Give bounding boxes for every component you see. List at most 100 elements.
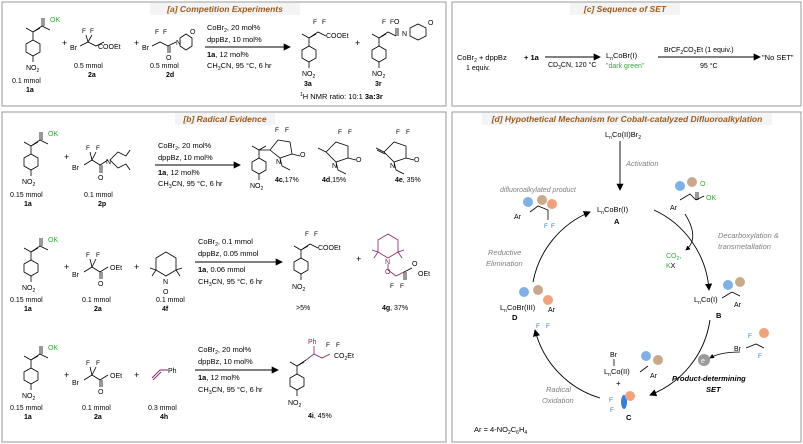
- panel-c: [c] Sequence of SET CoBr2 + dppBz + 1a 1…: [451, 1, 802, 107]
- product-f1: F: [544, 223, 548, 230]
- row1-a-amount: 0.15 mmol: [10, 192, 43, 199]
- row1-b-amount: 0.1 mmol: [84, 192, 113, 199]
- radical-orbital: [621, 395, 627, 409]
- set-arrow: [709, 351, 741, 359]
- 4e-o: O: [414, 157, 420, 164]
- decarb-label-1: Decarboxylation &: [718, 231, 779, 240]
- ligand-orange-d: [543, 295, 553, 305]
- row1-cond-1: CoBr2, 20 mol%: [158, 141, 212, 152]
- c-equiv: 1 equiv.: [466, 65, 490, 72]
- c-f1: F: [609, 397, 613, 404]
- o-3r-morph: O: [428, 20, 434, 27]
- f-2d-2: F: [163, 29, 167, 36]
- label-a: A: [614, 217, 620, 226]
- panel-a-title-bg: [150, 3, 300, 15]
- c-lnco: LnCoBr(I): [606, 51, 638, 62]
- product-4g-ester: [403, 267, 413, 280]
- r1-ko: OK: [48, 131, 58, 138]
- product-4e-yield: 4e, 35%: [395, 177, 421, 184]
- reagent-2d-structure: [151, 33, 193, 53]
- c-ar: Ar: [650, 373, 658, 380]
- r3-no2: NO2: [22, 393, 36, 402]
- panel-d-title-bg: [482, 113, 772, 125]
- ar-definition: Ar = 4-NO2C6H4: [474, 425, 527, 436]
- f-3r-1: F: [382, 19, 386, 26]
- product-3a-structure: [301, 31, 327, 68]
- 4i-ph: Ph: [308, 339, 317, 346]
- no2-3r: NO2: [372, 71, 386, 80]
- 4c-f2: F: [285, 127, 289, 134]
- product-4c-yield: 4c,17%: [275, 177, 299, 184]
- ligand-orange-reagent: [759, 328, 769, 338]
- product-4d-yield: 4d,15%: [322, 177, 346, 184]
- row3-o: O: [98, 389, 104, 396]
- ligand-blue-d: [519, 287, 529, 297]
- n-2d: N: [176, 40, 181, 47]
- activation-label: Activation: [625, 159, 659, 168]
- 4i-f1: F: [326, 342, 330, 349]
- reagent-f2: F: [758, 353, 762, 360]
- species-b: LnCo(I): [694, 295, 718, 306]
- a-cond-1: CoBr2, 20 mol%: [207, 23, 261, 34]
- row2-a-label: 1a: [24, 306, 32, 313]
- row3-br: Br: [72, 380, 80, 387]
- row2-plus-2: +: [134, 262, 139, 272]
- panel-c-border: [451, 1, 802, 107]
- radical-label-1: Radical: [546, 385, 571, 394]
- row1-plus: +: [64, 152, 69, 162]
- row2-c-amount: 0.1 mmol: [156, 297, 185, 304]
- species-a: LnCoBr(I): [597, 205, 629, 216]
- row2-p1-yield: >5%: [296, 305, 310, 312]
- product-caption: difluoroalkylated product: [500, 187, 577, 194]
- plus-3: +: [355, 38, 360, 48]
- 4c-no2: NO2: [250, 183, 264, 192]
- product-4g-structure: [371, 233, 405, 277]
- r3-amount: 0.5 mmol: [150, 63, 179, 70]
- carboxylate-structure: [679, 192, 705, 201]
- panel-c-title: [c] Sequence of SET: [583, 4, 667, 14]
- row2-1a-structure: [23, 238, 49, 282]
- row1-br: Br: [72, 165, 80, 172]
- ligand-blue-b: [723, 280, 733, 290]
- row2-o: O: [98, 281, 104, 288]
- c-plus-1a: + 1a: [524, 53, 540, 62]
- row1-cond-2: dppBz, 10 mol%: [158, 153, 213, 162]
- r2-no2: NO2: [22, 285, 36, 294]
- row1-b-label: 2p: [98, 201, 106, 208]
- panel-b-border: [1, 111, 447, 443]
- ligand-tan-c: [653, 355, 663, 365]
- 4g-f1: F: [390, 283, 394, 290]
- row1-n: N: [106, 159, 111, 166]
- row1-1a-structure: [23, 132, 49, 176]
- ligand-blue-c: [641, 351, 651, 361]
- panel-a-title: [a] Competition Experiments: [166, 4, 283, 14]
- f-a2: F: [90, 28, 94, 35]
- ligand-blue-product: [523, 197, 533, 207]
- row3-2a-structure: [83, 366, 109, 387]
- a-cond-3: 1a, 12 mol%: [207, 50, 249, 59]
- ligand-tan-product: [537, 195, 547, 205]
- panel-b: [b] Radical Evidence OK NO2 0.15 mmol 1a…: [1, 111, 447, 443]
- panel-d-border: [451, 111, 802, 443]
- 4g-o: O: [385, 269, 391, 276]
- row3-4h-structure: [151, 369, 168, 381]
- row3-b-amount: 0.1 mmol: [82, 405, 111, 412]
- species-c: LnCo(II): [604, 367, 630, 378]
- plus-2: +: [134, 38, 139, 48]
- plus-1: +: [62, 38, 67, 48]
- row2-4f-o: O: [163, 289, 169, 296]
- 4c-f1: F: [275, 127, 279, 134]
- 4i-no2: NO2: [288, 400, 302, 409]
- row2-2a-structure: [83, 258, 109, 279]
- reagent-1a-structure: [25, 18, 51, 62]
- 4d-f2: F: [348, 129, 352, 136]
- d-f1: F: [536, 323, 540, 330]
- ligand-orange-c: [625, 391, 635, 401]
- row2-plus-1: +: [64, 262, 69, 272]
- cycle-arc-a-to-b: [653, 209, 713, 291]
- c-plus: +: [616, 379, 621, 388]
- panel-a-border: [1, 1, 447, 107]
- r1-label: 1a: [26, 87, 34, 94]
- row2-b-amount: 0.1 mmol: [82, 297, 111, 304]
- row2-cond-1: CoBr2, 0.1 mmol: [198, 237, 253, 248]
